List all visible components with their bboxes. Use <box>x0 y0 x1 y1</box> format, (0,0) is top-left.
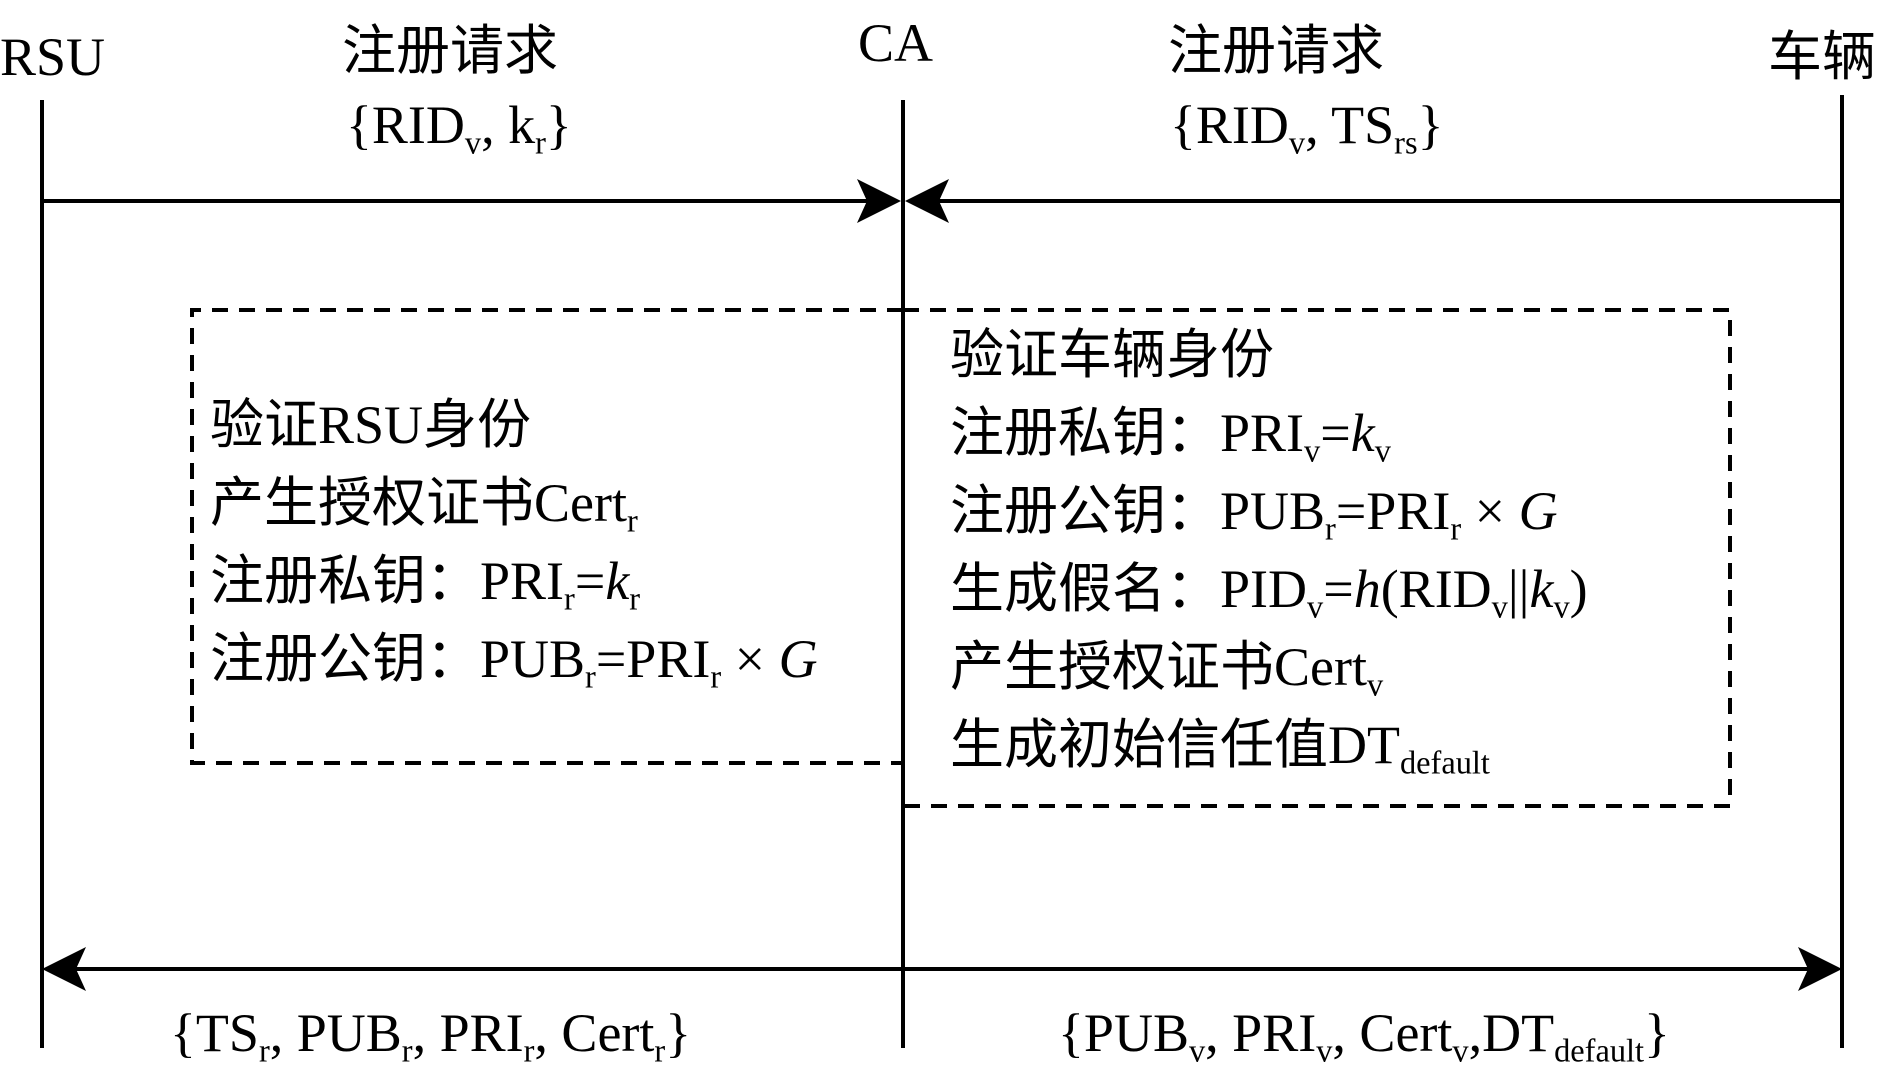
vehicle-step: 注册私钥：PRIv=kv <box>950 403 1391 470</box>
rsu-request-payload: {RIDv, kr} <box>346 95 572 162</box>
vehicle-step: 注册公钥：PUBr=PRIr × G <box>950 481 1558 548</box>
vehicle-processing-list: 验证车辆身份 注册私钥：PRIv=kv 注册公钥：PUBr=PRIr × G 生… <box>950 316 1588 784</box>
rsu-request-arrowhead <box>857 179 901 223</box>
rsu-response-arrowhead <box>42 947 86 991</box>
rsu-request-label: 注册请求 <box>342 21 558 81</box>
vehicle-step: 生成初始信任值DTdefault <box>950 715 1490 782</box>
vehicle-step: 验证车辆身份 <box>950 325 1274 385</box>
rsu-processing-list: 验证RSU身份 产生授权证书Certr 注册私钥：PRIr=kr 注册公钥：PU… <box>210 386 818 698</box>
rsu-step: 注册公钥：PUBr=PRIr × G <box>210 629 818 696</box>
rsu-step: 验证RSU身份 <box>210 395 532 455</box>
vehicle-request-label: 注册请求 <box>1168 21 1384 81</box>
vehicle-response-arrowhead <box>1798 947 1842 991</box>
vehicle-step: 产生授权证书Certv <box>950 637 1384 704</box>
vehicle-step: 生成假名：PIDv=h(RIDv||kv) <box>950 559 1588 626</box>
rsu-step: 产生授权证书Certr <box>210 473 638 540</box>
rsu-actor-label: RSU <box>0 27 106 87</box>
ca-actor-label: CA <box>858 13 934 73</box>
vehicle-request-payload: {RIDv, TSrs} <box>1170 95 1444 162</box>
rsu-response-payload: {TSr, PUBr, PRIr, Certr} <box>170 1003 692 1070</box>
vehicle-response-payload: {PUBv, PRIv, Certv,DTdefault} <box>1058 1003 1670 1070</box>
vehicle-actor-label: 车辆 <box>1768 27 1876 87</box>
rsu-step: 注册私钥：PRIr=kr <box>210 551 641 618</box>
vehicle-processing-box <box>903 308 1732 808</box>
rsu-processing-box <box>190 308 903 765</box>
vehicle-request-arrowhead <box>905 179 949 223</box>
